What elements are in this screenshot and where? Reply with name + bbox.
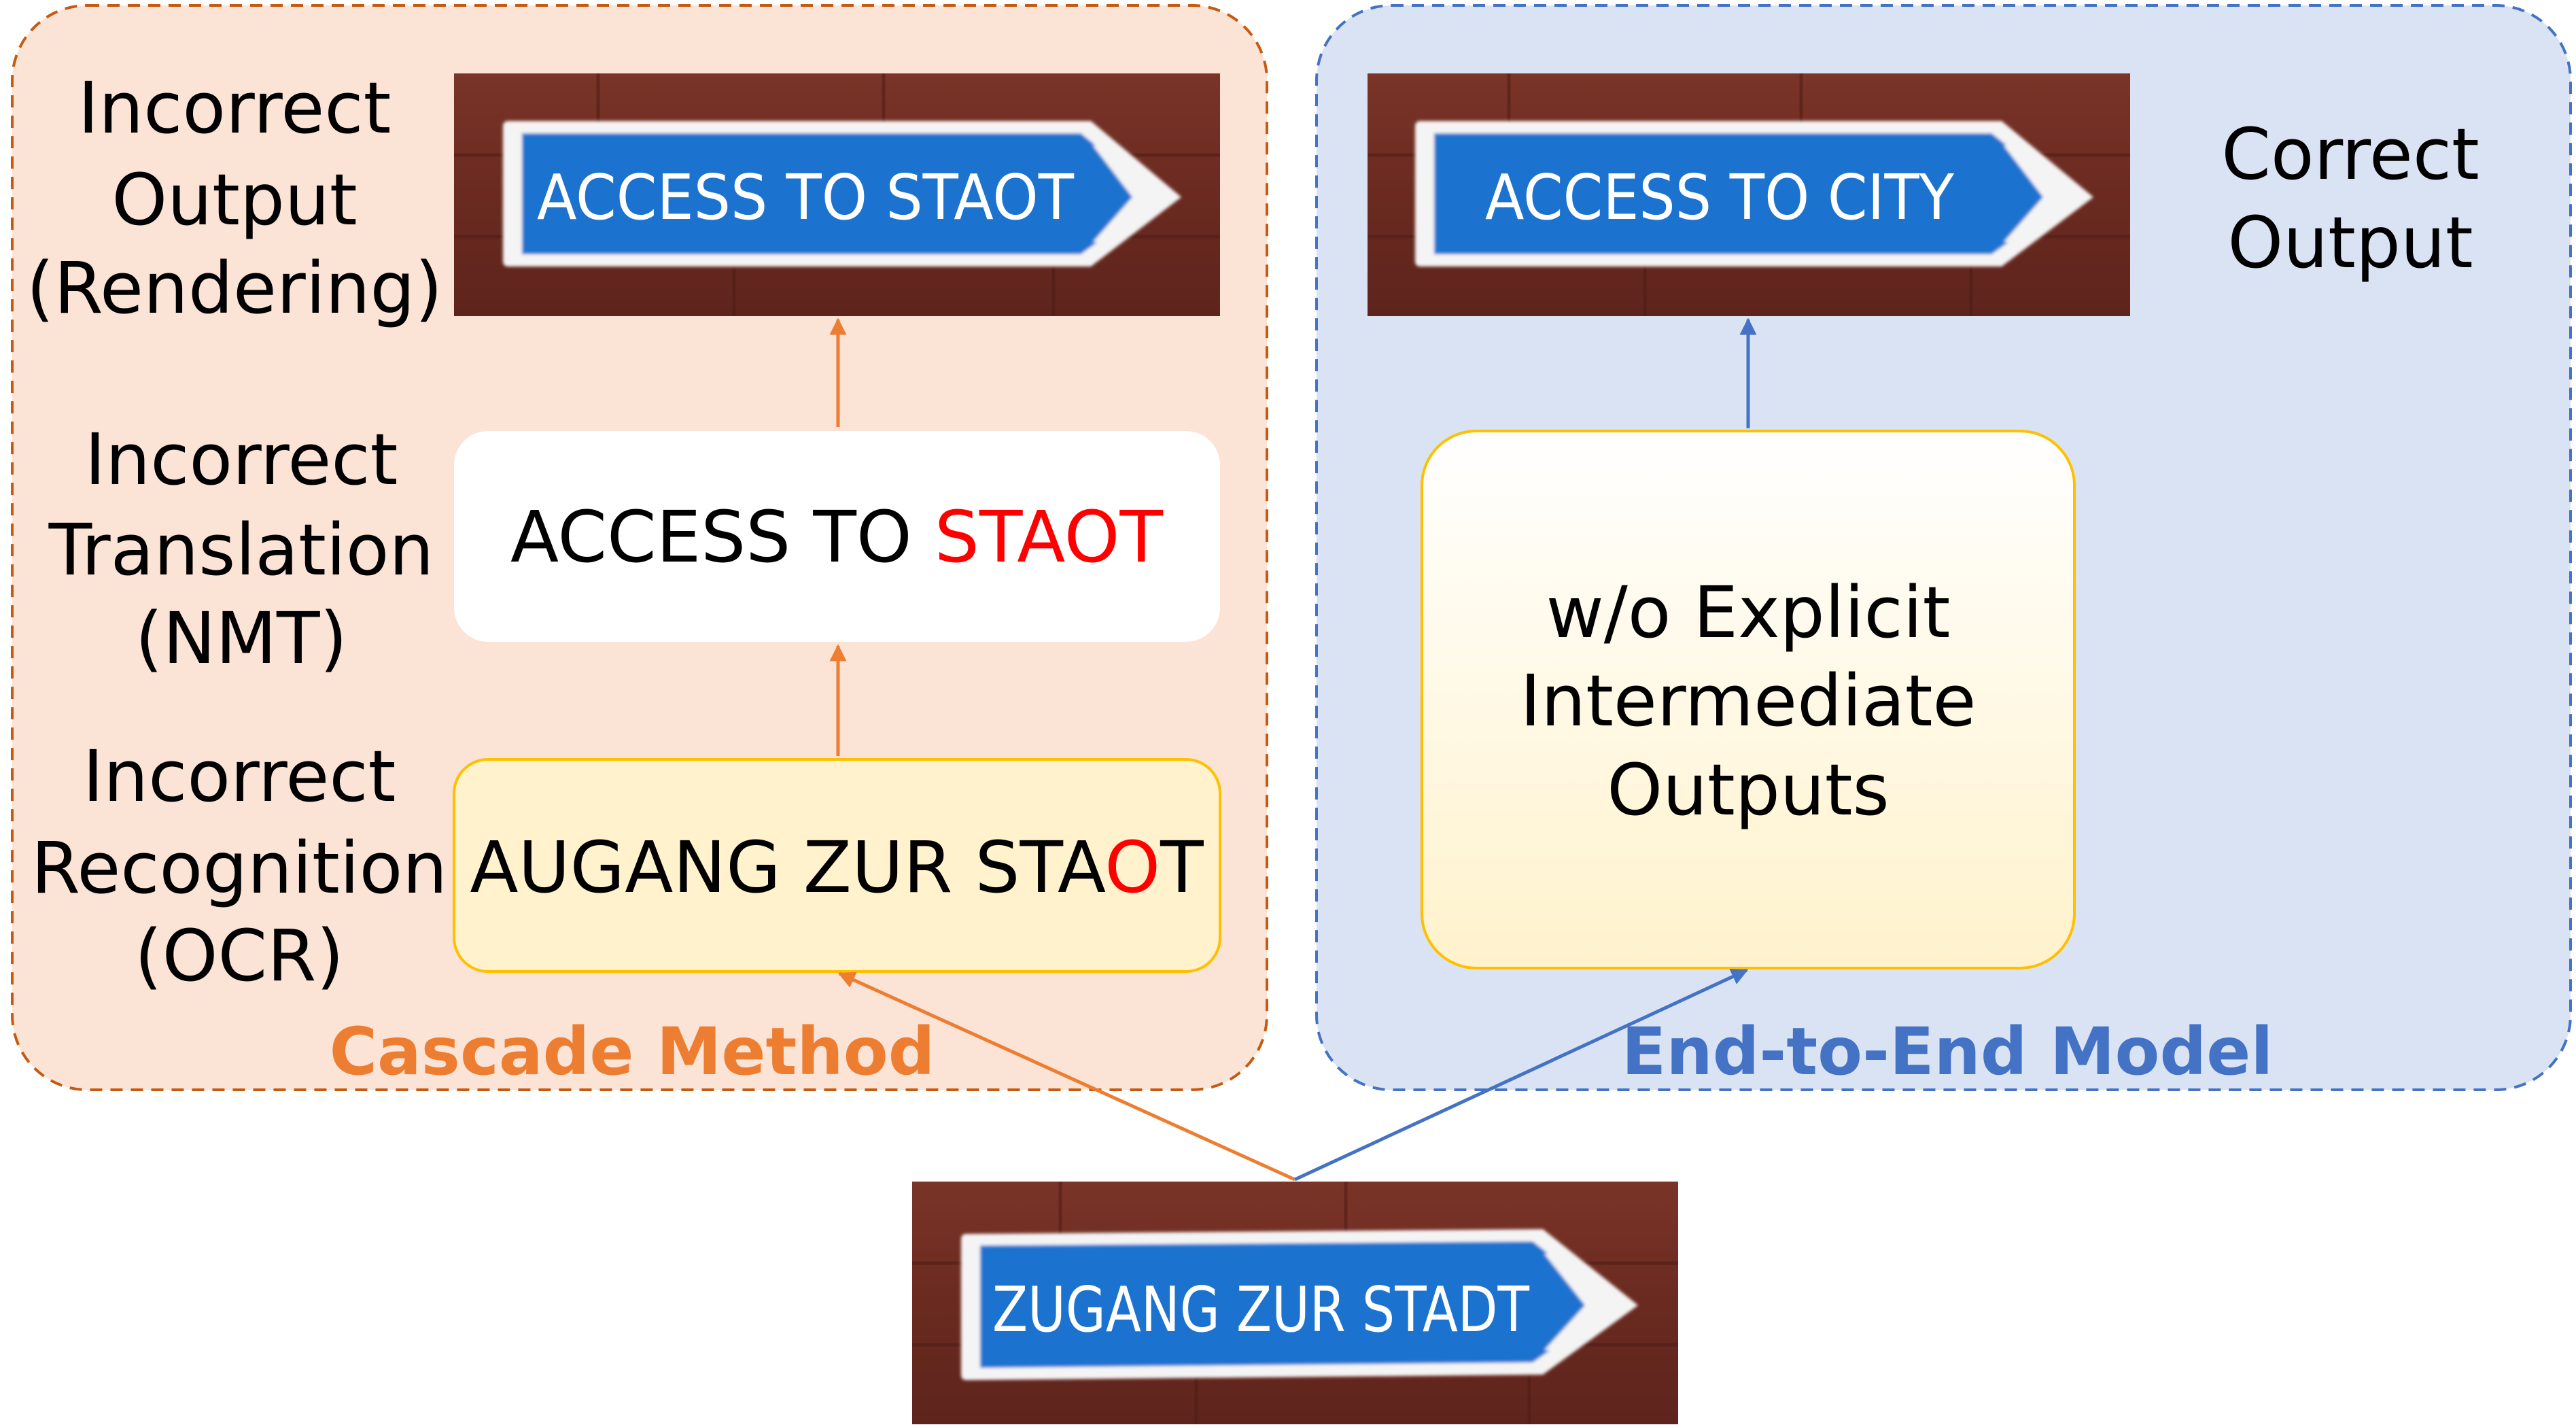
input-sign-text: ZUGANG ZUR STADT (992, 1273, 1530, 1346)
cascade-recognition-box: AUGANG ZUR STAOT (453, 758, 1221, 973)
cascade-output-sign-text: ACCESS TO STAOT (537, 161, 1075, 234)
cascade-recognition-label-line1: Incorrect (83, 735, 396, 818)
e2e-output-label: Correct Output (2221, 113, 2479, 284)
e2e-output-image: ACCESS TO CITY (1368, 73, 2130, 316)
cascade-title: Cascade Method (330, 1014, 935, 1090)
cascade-recognition-label-line3: (OCR) (135, 914, 344, 997)
cascade-translation-text: ACCESS TO STAOT (510, 496, 1163, 579)
cascade-recognition-label-line2: Recognition (31, 827, 447, 910)
arrow-input-to-e2e (1293, 968, 1749, 1182)
cascade-panel: Incorrect Output (Rendering) ACCESS TO S… (11, 4, 1268, 1091)
cascade-output-label-line1: Incorrect (78, 67, 391, 150)
cascade-output-image: ACCESS TO STAOT (454, 73, 1220, 316)
e2e-output-label-line2: Output (2227, 201, 2473, 284)
cascade-translation-label: Incorrect Translation (NMT) (48, 418, 434, 680)
cascade-output-label-line2: Output (111, 158, 357, 241)
cascade-output-label: Incorrect Output (Rendering) (27, 67, 442, 330)
e2e-output-label-line1: Correct (2221, 113, 2479, 196)
cascade-translation-box: ACCESS TO STAOT (454, 431, 1220, 642)
cascade-translation-label-line2: Translation (48, 509, 434, 591)
e2e-middle-text-line1: w/o Explicit (1546, 571, 1951, 654)
e2e-middle-box: w/o Explicit Intermediate Outputs (1421, 430, 2076, 969)
e2e-output-sign-text: ACCESS TO CITY (1485, 161, 1955, 234)
arrow-input-to-recognition (837, 972, 1296, 1182)
input-image: ZUGANG ZUR STADT (912, 1182, 1678, 1424)
e2e-middle-text-line3: Outputs (1607, 749, 1889, 831)
cascade-output-label-line3: (Rendering) (27, 247, 442, 330)
cascade-recognition-text: AUGANG ZUR STAOT (470, 826, 1204, 909)
cascade-translation-label-line1: Incorrect (85, 418, 398, 501)
e2e-middle-text-line2: Intermediate (1520, 659, 1977, 742)
e2e-title: End-to-End Model (1622, 1014, 2273, 1090)
e2e-panel: ACCESS TO CITY Correct Output w/o Explic… (1315, 4, 2572, 1091)
cascade-translation-label-line3: (NMT) (135, 597, 347, 680)
cascade-recognition-label: Incorrect Recognition (OCR) (31, 735, 447, 997)
